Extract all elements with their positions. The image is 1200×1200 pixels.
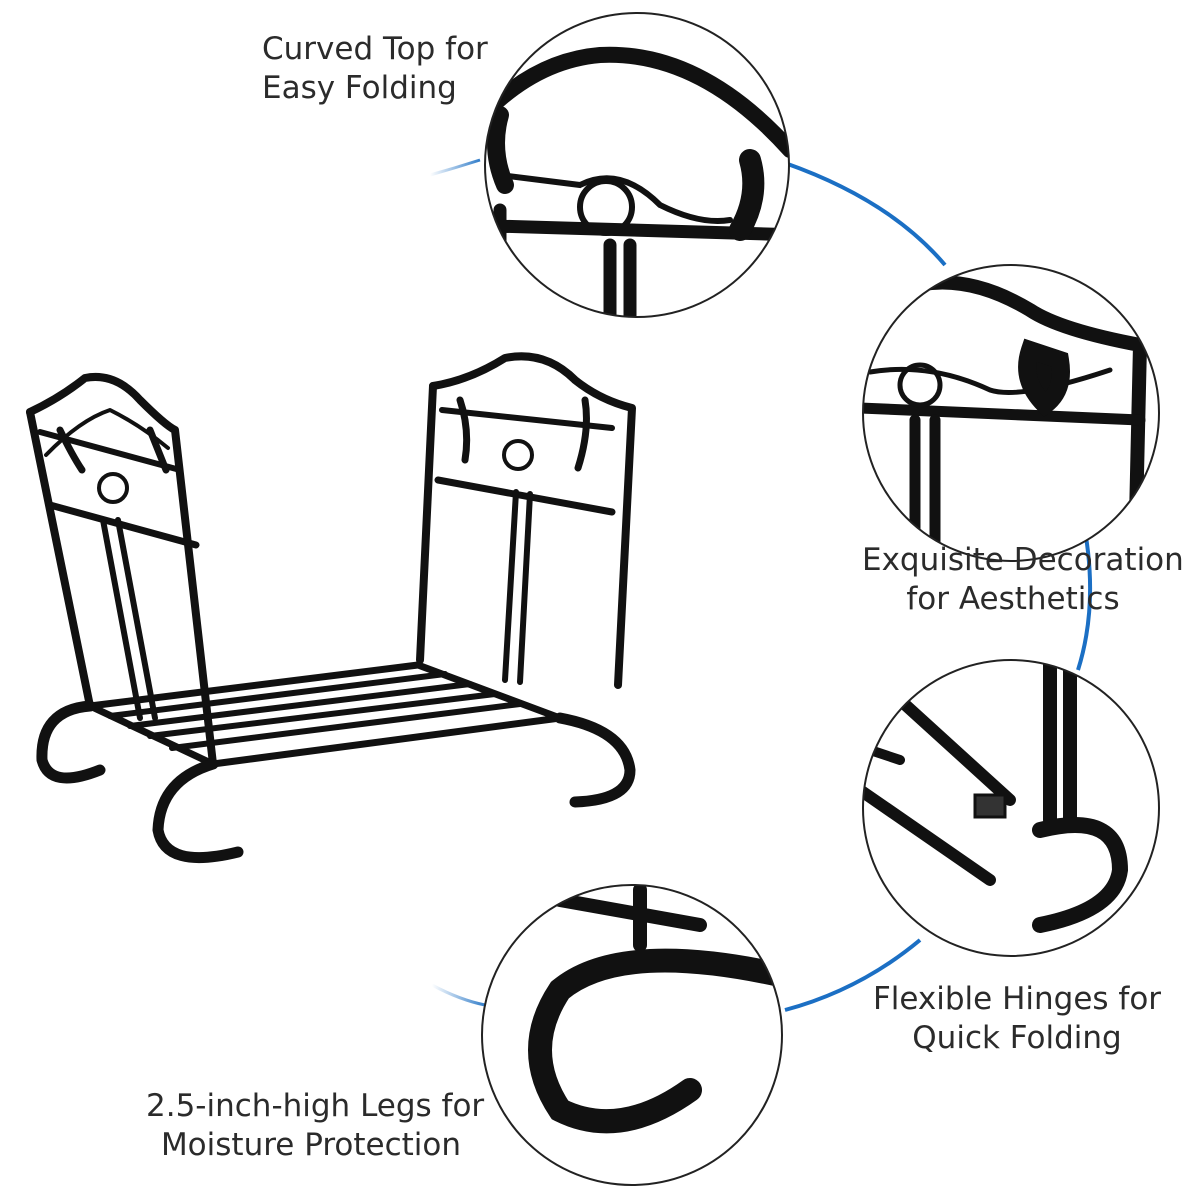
detail-circle-decoration (862, 264, 1160, 562)
caption-line: Curved Top for (262, 31, 488, 67)
caption-line: 2.5-inch-high Legs for (146, 1088, 485, 1124)
caption-line: Quick Folding (912, 1020, 1122, 1056)
detail-circle-curved-top (484, 12, 790, 318)
caption-legs: 2.5-inch-high Legs for Moisture Protecti… (146, 1087, 485, 1165)
detail-circle-legs (481, 884, 783, 1186)
caption-line: for Aesthetics (906, 581, 1120, 617)
caption-line: Easy Folding (262, 70, 457, 106)
caption-curved-top: Curved Top for Easy Folding (262, 30, 488, 108)
caption-line: Moisture Protection (160, 1127, 462, 1163)
caption-hinges: Flexible Hinges for Quick Folding (872, 980, 1162, 1058)
caption-line: Flexible Hinges for (872, 981, 1162, 1017)
caption-decoration: Exquisite Decoration for Aesthetics (862, 541, 1184, 619)
detail-circle-hinges (862, 659, 1160, 957)
caption-line: Exquisite Decoration (862, 542, 1184, 578)
log-rack (26, 352, 636, 864)
